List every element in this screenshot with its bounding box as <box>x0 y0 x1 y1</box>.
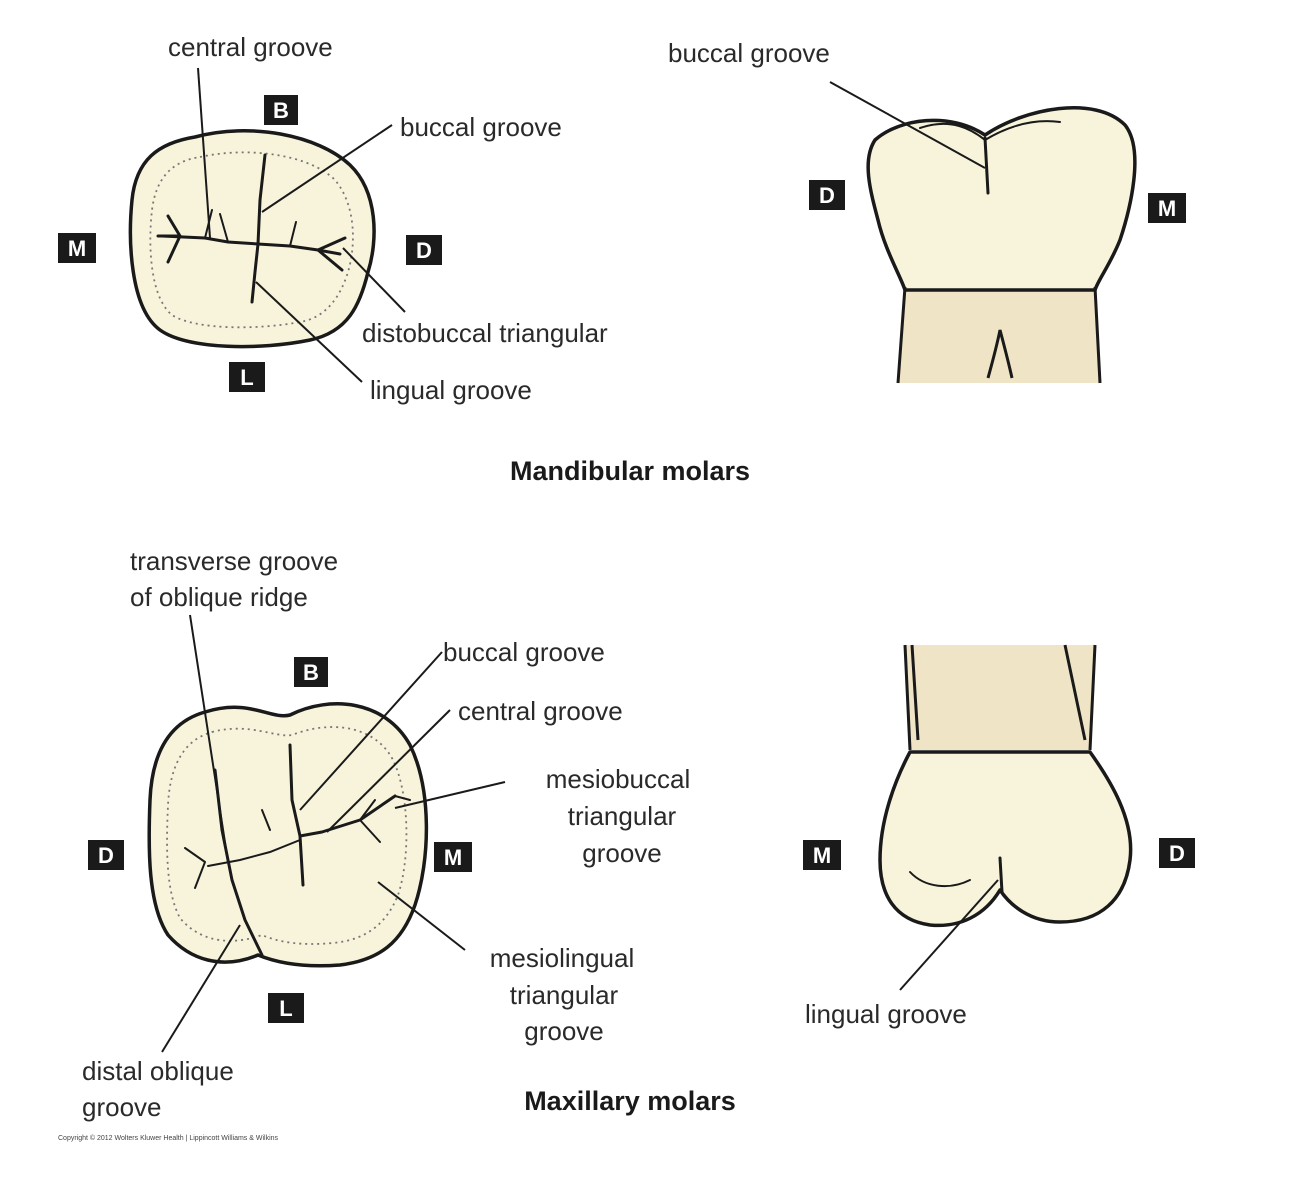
leader-mand-central <box>197 67 211 239</box>
maxillary-lingual-groove-line <box>298 834 305 887</box>
svg-text:M: M <box>444 845 462 870</box>
mand-occlusal-dir-d: D <box>406 235 442 265</box>
mandibular-buccal-view <box>866 106 1137 384</box>
maxillary-occlusal-outline <box>147 702 429 968</box>
max-lingual-dir-d: D <box>1159 838 1195 868</box>
maxillary-triangular-grooves <box>184 795 411 889</box>
label-max-lingual-groove: lingual groove <box>805 999 967 1029</box>
mandibular-buccal-groove-line <box>256 153 267 246</box>
maxillary-root-lines <box>903 644 1097 751</box>
mandibular-lingual-groove-line <box>250 242 260 304</box>
label-max-buccal-groove: buccal groove <box>443 637 605 667</box>
leader-mand-lingual <box>255 281 363 383</box>
mandibular-cusp-ridge <box>919 120 1061 142</box>
maxillary-buccal-groove-line <box>288 743 302 838</box>
title-maxillary-molars: Maxillary molars <box>524 1086 736 1116</box>
label-max-mesiobuccal-2: triangular <box>568 801 677 831</box>
leader-max-mesiobuccal <box>394 781 506 809</box>
mand-buccal-dir-m: M <box>1148 193 1186 223</box>
leader-mand-buccal <box>261 124 393 213</box>
svg-text:B: B <box>303 660 319 685</box>
max-occlusal-dir-m: M <box>434 842 472 872</box>
leader-max-buccal <box>299 651 443 811</box>
label-mand-buccal-groove: buccal groove <box>400 112 562 142</box>
maxillary-central-groove-line <box>298 794 397 838</box>
leader-max-transverse <box>189 614 229 863</box>
mand-occlusal-dir-b: B <box>264 95 298 125</box>
mand-occlusal-dir-l: L <box>229 362 265 392</box>
label-max-mesiobuccal-3: groove <box>582 838 662 868</box>
label-max-transverse-2: of oblique ridge <box>130 582 308 612</box>
maxillary-occlusal-dotted-outline <box>166 726 408 945</box>
label-max-mesiobuccal-1: mesiobuccal <box>546 764 691 794</box>
leader-max-lingual-view <box>899 879 999 991</box>
mandibular-occlusal-dotted-outline <box>149 151 354 329</box>
svg-text:M: M <box>68 236 86 261</box>
label-mand-distobuccal-triangular: distobuccal triangular <box>362 318 608 348</box>
max-lingual-dir-m: M <box>803 840 841 870</box>
svg-text:M: M <box>1158 196 1176 221</box>
mandibular-distal-branches <box>316 236 347 272</box>
label-mand-lingual-groove: lingual groove <box>370 375 532 405</box>
leader-lines <box>161 67 999 1053</box>
maxillary-cusp-ridge <box>909 871 971 888</box>
svg-text:M: M <box>813 843 831 868</box>
copyright-notice: Copyright © 2012 Wolters Kluwer Health |… <box>58 1134 279 1142</box>
svg-text:B: B <box>273 98 289 123</box>
svg-text:D: D <box>819 183 835 208</box>
mandibular-mesial-branches <box>156 214 182 264</box>
title-mandibular-molars: Mandibular molars <box>510 456 750 486</box>
mandibular-crown-outline <box>866 106 1137 292</box>
leader-max-mesiolingual <box>377 881 466 951</box>
svg-text:D: D <box>98 843 114 868</box>
leader-max-central <box>326 709 451 833</box>
maxillary-transverse-groove <box>207 839 301 867</box>
svg-text:L: L <box>240 365 253 390</box>
maxillary-lingual-view-groove <box>998 856 1004 894</box>
label-max-mesiolingual-3: groove <box>524 1016 604 1046</box>
label-max-mesiolingual-2: triangular <box>510 980 619 1010</box>
mandibular-buccal-view-groove <box>983 136 990 195</box>
label-max-central-groove: central groove <box>458 696 623 726</box>
svg-text:D: D <box>1169 841 1185 866</box>
mandibular-root-lines <box>896 286 1102 384</box>
mandibular-occlusal-outline <box>128 128 376 349</box>
mand-occlusal-dir-m: M <box>58 233 96 263</box>
leader-max-distal-oblique <box>161 924 241 1053</box>
max-occlusal-dir-b: B <box>294 657 328 687</box>
label-max-mesiolingual-1: mesiolingual <box>490 943 635 973</box>
label-mand-buccal-view-groove: buccal groove <box>668 38 830 68</box>
maxillary-lingual-view <box>878 644 1133 928</box>
label-max-distal-oblique-2: groove <box>82 1092 162 1122</box>
leader-mand-buccal-view <box>829 81 986 169</box>
svg-text:L: L <box>279 996 292 1021</box>
max-occlusal-dir-d: D <box>88 840 124 870</box>
maxillary-occlusal-view <box>147 702 429 968</box>
label-max-distal-oblique-1: distal oblique <box>82 1056 234 1086</box>
max-occlusal-dir-l: L <box>268 993 304 1023</box>
label-mand-central-groove: central groove <box>168 32 333 62</box>
mand-buccal-dir-d: D <box>809 180 845 210</box>
label-max-transverse-1: transverse groove <box>130 546 338 576</box>
maxillary-crown-outline <box>878 750 1133 928</box>
leader-mand-distobuccal <box>342 247 406 313</box>
maxillary-root <box>905 645 1095 750</box>
svg-text:D: D <box>416 238 432 263</box>
mandibular-occlusal-view <box>128 128 376 349</box>
